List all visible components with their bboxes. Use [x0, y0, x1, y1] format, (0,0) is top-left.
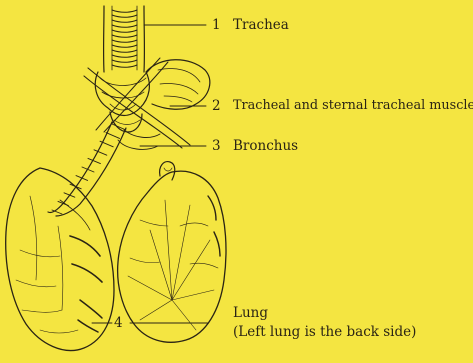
trachea-ring [112, 40, 137, 42]
trachea-ring [112, 30, 137, 32]
bronchus-ring [106, 133, 120, 139]
trachea-ring [112, 65, 137, 67]
trachea-ring [112, 35, 137, 37]
label-number-2: 2 [212, 98, 221, 114]
trachea-ring [112, 10, 137, 12]
label-number-3: 3 [212, 138, 221, 154]
label-bronchus: Bronchus [233, 138, 298, 154]
trachea-ring [112, 60, 137, 62]
label-number-4: 4 [114, 315, 123, 331]
trachea-ring [112, 45, 137, 47]
trachea-ring [112, 25, 137, 27]
trachea-ring [112, 50, 137, 52]
label-lung: Lung [233, 305, 268, 321]
trachea-ring [112, 15, 137, 17]
label-tracheal-muscles: Tracheal and sternal tracheal muscles [233, 98, 473, 114]
trachea-ring [112, 55, 137, 57]
label-trachea: Trachea [233, 17, 289, 33]
right-lung-drawing [118, 171, 226, 342]
label-number-1: 1 [212, 17, 221, 33]
syrinx-muscles-drawing [84, 58, 210, 149]
label-lung-note: (Left lung is the back side) [233, 324, 416, 340]
trachea-drawing [104, 6, 145, 72]
bronchus-ring [76, 176, 88, 181]
trachea-ring [112, 20, 137, 22]
